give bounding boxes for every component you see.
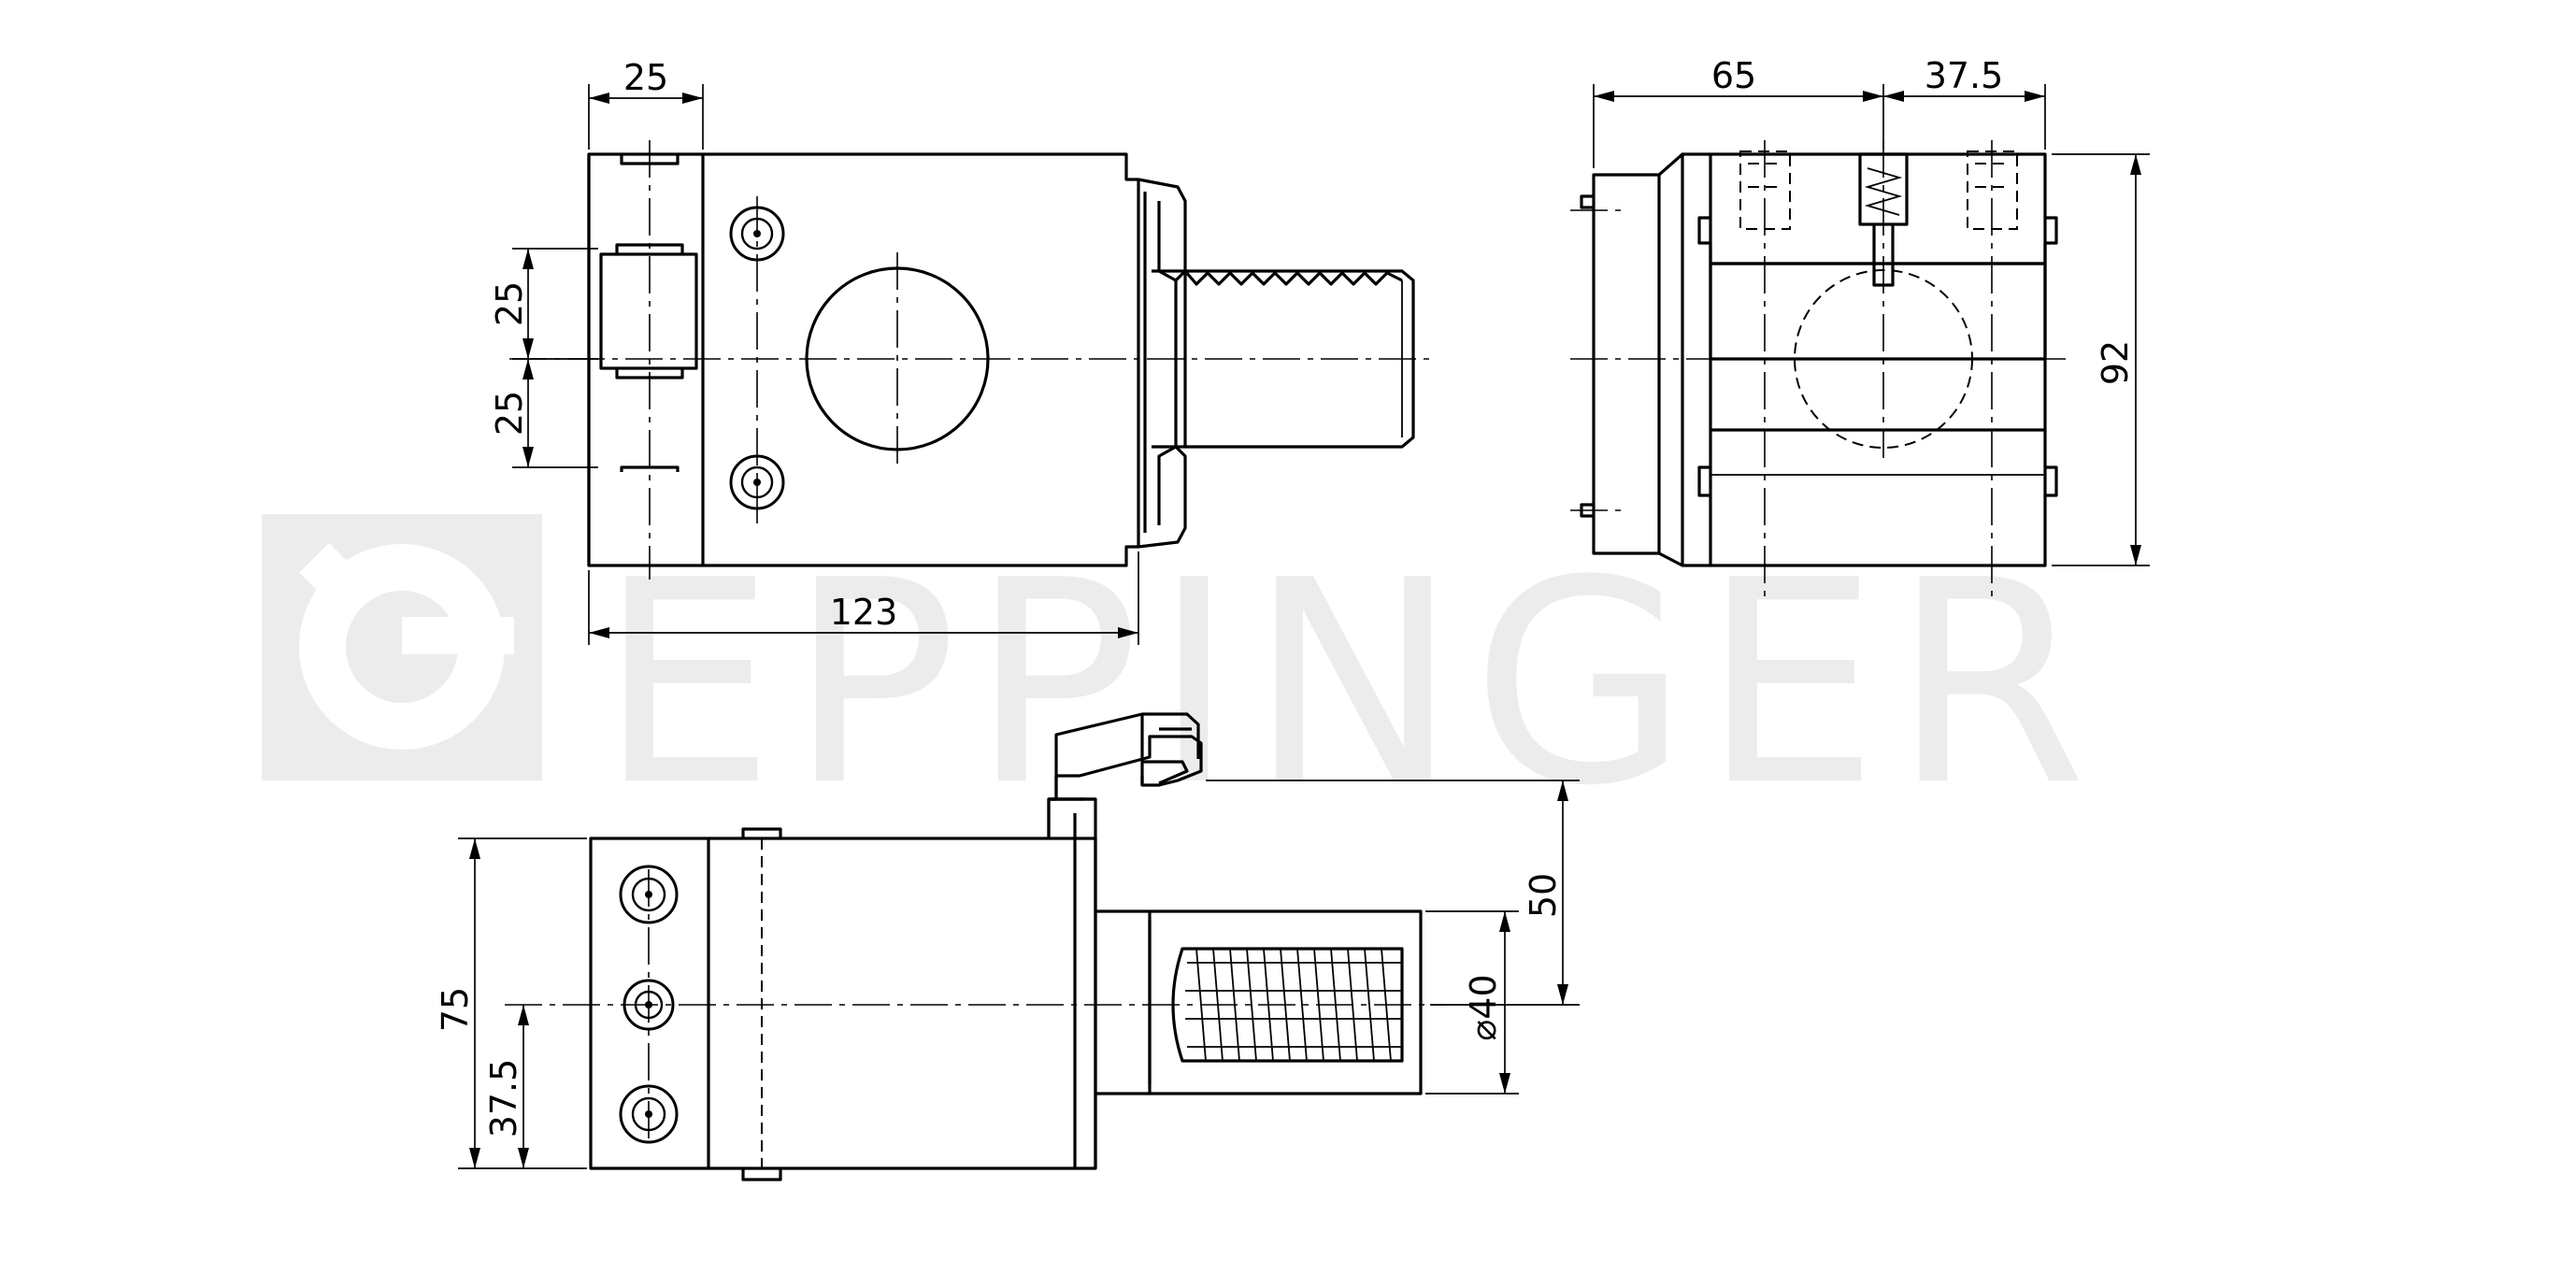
brand-name: EPPINGER	[598, 521, 2100, 847]
brand-logo-icon	[262, 514, 542, 780]
dim-top-height-upper: 25	[489, 281, 530, 326]
dim-front-offset: 50	[1523, 873, 1564, 918]
dim-front-height: 75	[435, 987, 476, 1032]
dim-side-width-left: 65	[1711, 55, 1756, 96]
side-view: 65 37.5 92	[1570, 55, 2150, 598]
screw-icon	[729, 454, 785, 510]
dim-shank-diameter: ⌀40	[1463, 974, 1504, 1040]
dim-top-height-lower: 25	[489, 391, 530, 436]
dim-top-length: 123	[830, 592, 898, 633]
top-view: 25 25 25 123	[489, 57, 1430, 645]
dim-side-height: 92	[2095, 340, 2136, 385]
dim-front-half-height: 37.5	[483, 1059, 524, 1138]
dim-top-width: 25	[623, 57, 668, 98]
front-view: 75 37.5 50 ⌀40	[435, 712, 1580, 1181]
watermark: EPPINGER	[262, 514, 2100, 847]
dim-side-width-right: 37.5	[1925, 55, 2004, 96]
